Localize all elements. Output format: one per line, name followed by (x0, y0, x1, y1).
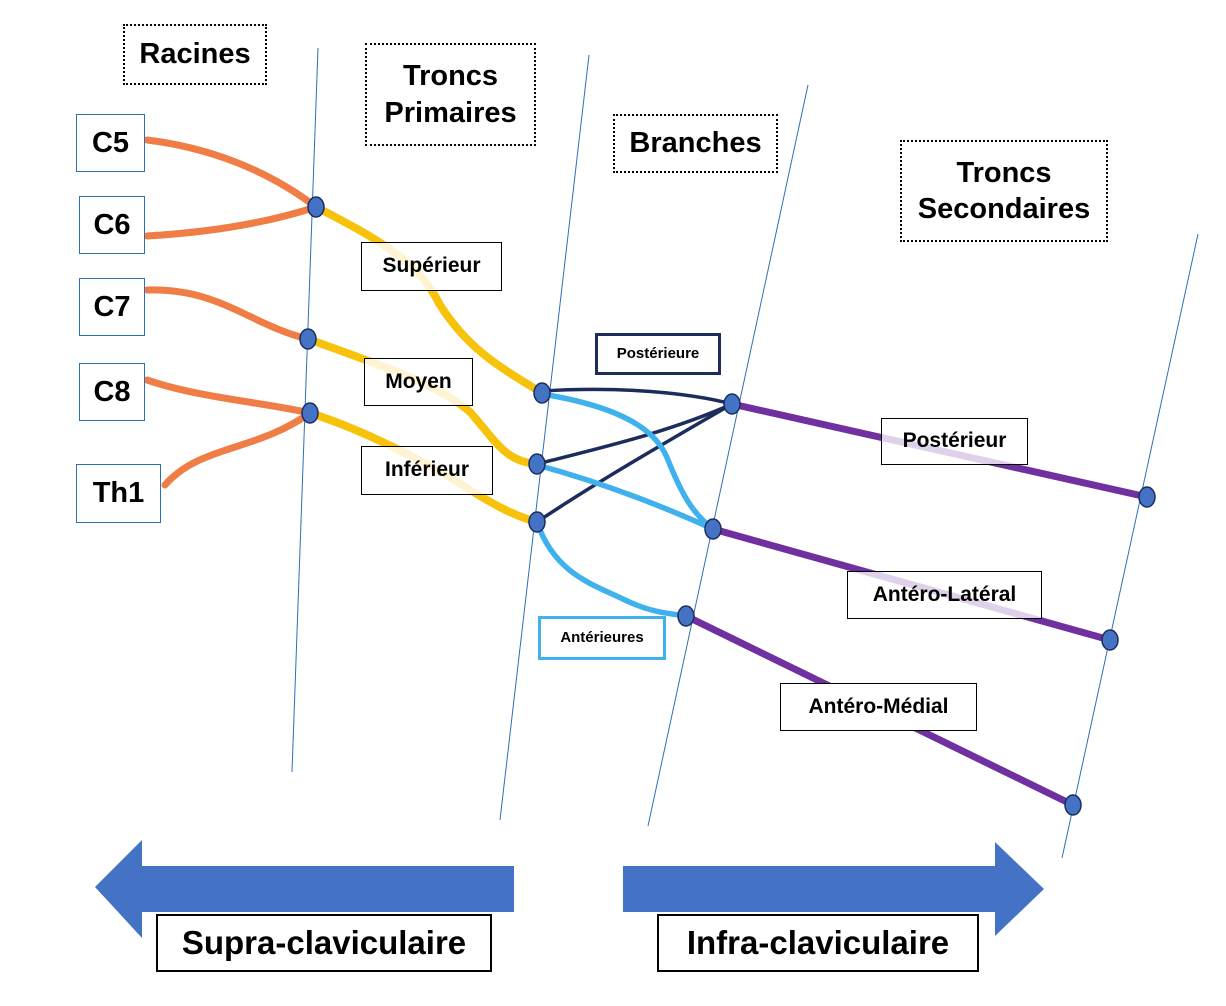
infra-arrow (623, 842, 1044, 936)
header-racines: Racines (123, 24, 267, 85)
root-c6: C6 (79, 196, 145, 254)
label-branch-posterieure: Postérieure (595, 333, 721, 375)
trunk-superieur-line (312, 203, 546, 397)
divider-line-3 (647, 84, 809, 827)
trunk-moyen-line (304, 335, 541, 468)
label-supra-claviculaire: Supra-claviculaire (156, 914, 492, 972)
node-moyen-split (528, 453, 546, 475)
posterior-branch-moyen (535, 402, 734, 466)
root-c6-line (143, 203, 320, 240)
node-c7 (299, 328, 317, 350)
anterior-branches (534, 391, 716, 619)
label-trunk-superieur: Supérieur (361, 242, 502, 291)
node-superieur-split (533, 382, 551, 404)
root-c8: C8 (79, 363, 145, 421)
root-c5-line (143, 136, 320, 211)
posterior-branch-superieur (540, 387, 734, 406)
anterior-branch-superieur (539, 391, 716, 532)
node-c8-th1 (301, 402, 319, 424)
label-branch-anterieures: Antérieures (538, 616, 666, 660)
root-c7: C7 (79, 278, 145, 336)
root-nerves (143, 136, 320, 489)
divider-line-2 (499, 54, 590, 821)
node-antero-lateral-origin (704, 518, 722, 540)
posterior-branches (535, 387, 734, 524)
nodes (299, 196, 1156, 816)
divider-line-4 (1061, 233, 1199, 859)
node-antero-medial-end (1064, 794, 1082, 816)
anterior-branch-moyen (534, 462, 716, 532)
header-troncs-secondaires: Troncs Secondaires (900, 140, 1108, 242)
label-trunk-moyen: Moyen (364, 358, 473, 406)
label-infra-claviculaire: Infra-claviculaire (657, 914, 979, 972)
node-antero-medial-origin (677, 605, 695, 627)
supra-arrow (95, 840, 514, 938)
root-c7-line (143, 286, 312, 343)
label-secondary-antero-lateral: Antéro-Latéral (847, 571, 1042, 619)
label-trunk-inferieur: Inférieur (361, 446, 493, 495)
node-posterieur-origin (723, 393, 741, 415)
anterior-branch-inferieur (534, 519, 689, 619)
posterior-branch-inferieur (535, 402, 734, 524)
header-branches: Branches (613, 114, 778, 173)
header-troncs-primaires: Troncs Primaires (365, 43, 536, 146)
node-antero-lateral-end (1101, 629, 1119, 651)
node-posterieur-end (1138, 486, 1156, 508)
root-th1: Th1 (76, 464, 161, 523)
node-c5-c6 (307, 196, 325, 218)
root-th1-line (161, 409, 314, 489)
root-c8-line (143, 376, 314, 417)
node-inferieur-split (528, 511, 546, 533)
root-c5: C5 (76, 114, 145, 172)
label-secondary-posterieur: Postérieur (881, 418, 1028, 465)
label-secondary-antero-medial: Antéro-Médial (780, 683, 977, 731)
